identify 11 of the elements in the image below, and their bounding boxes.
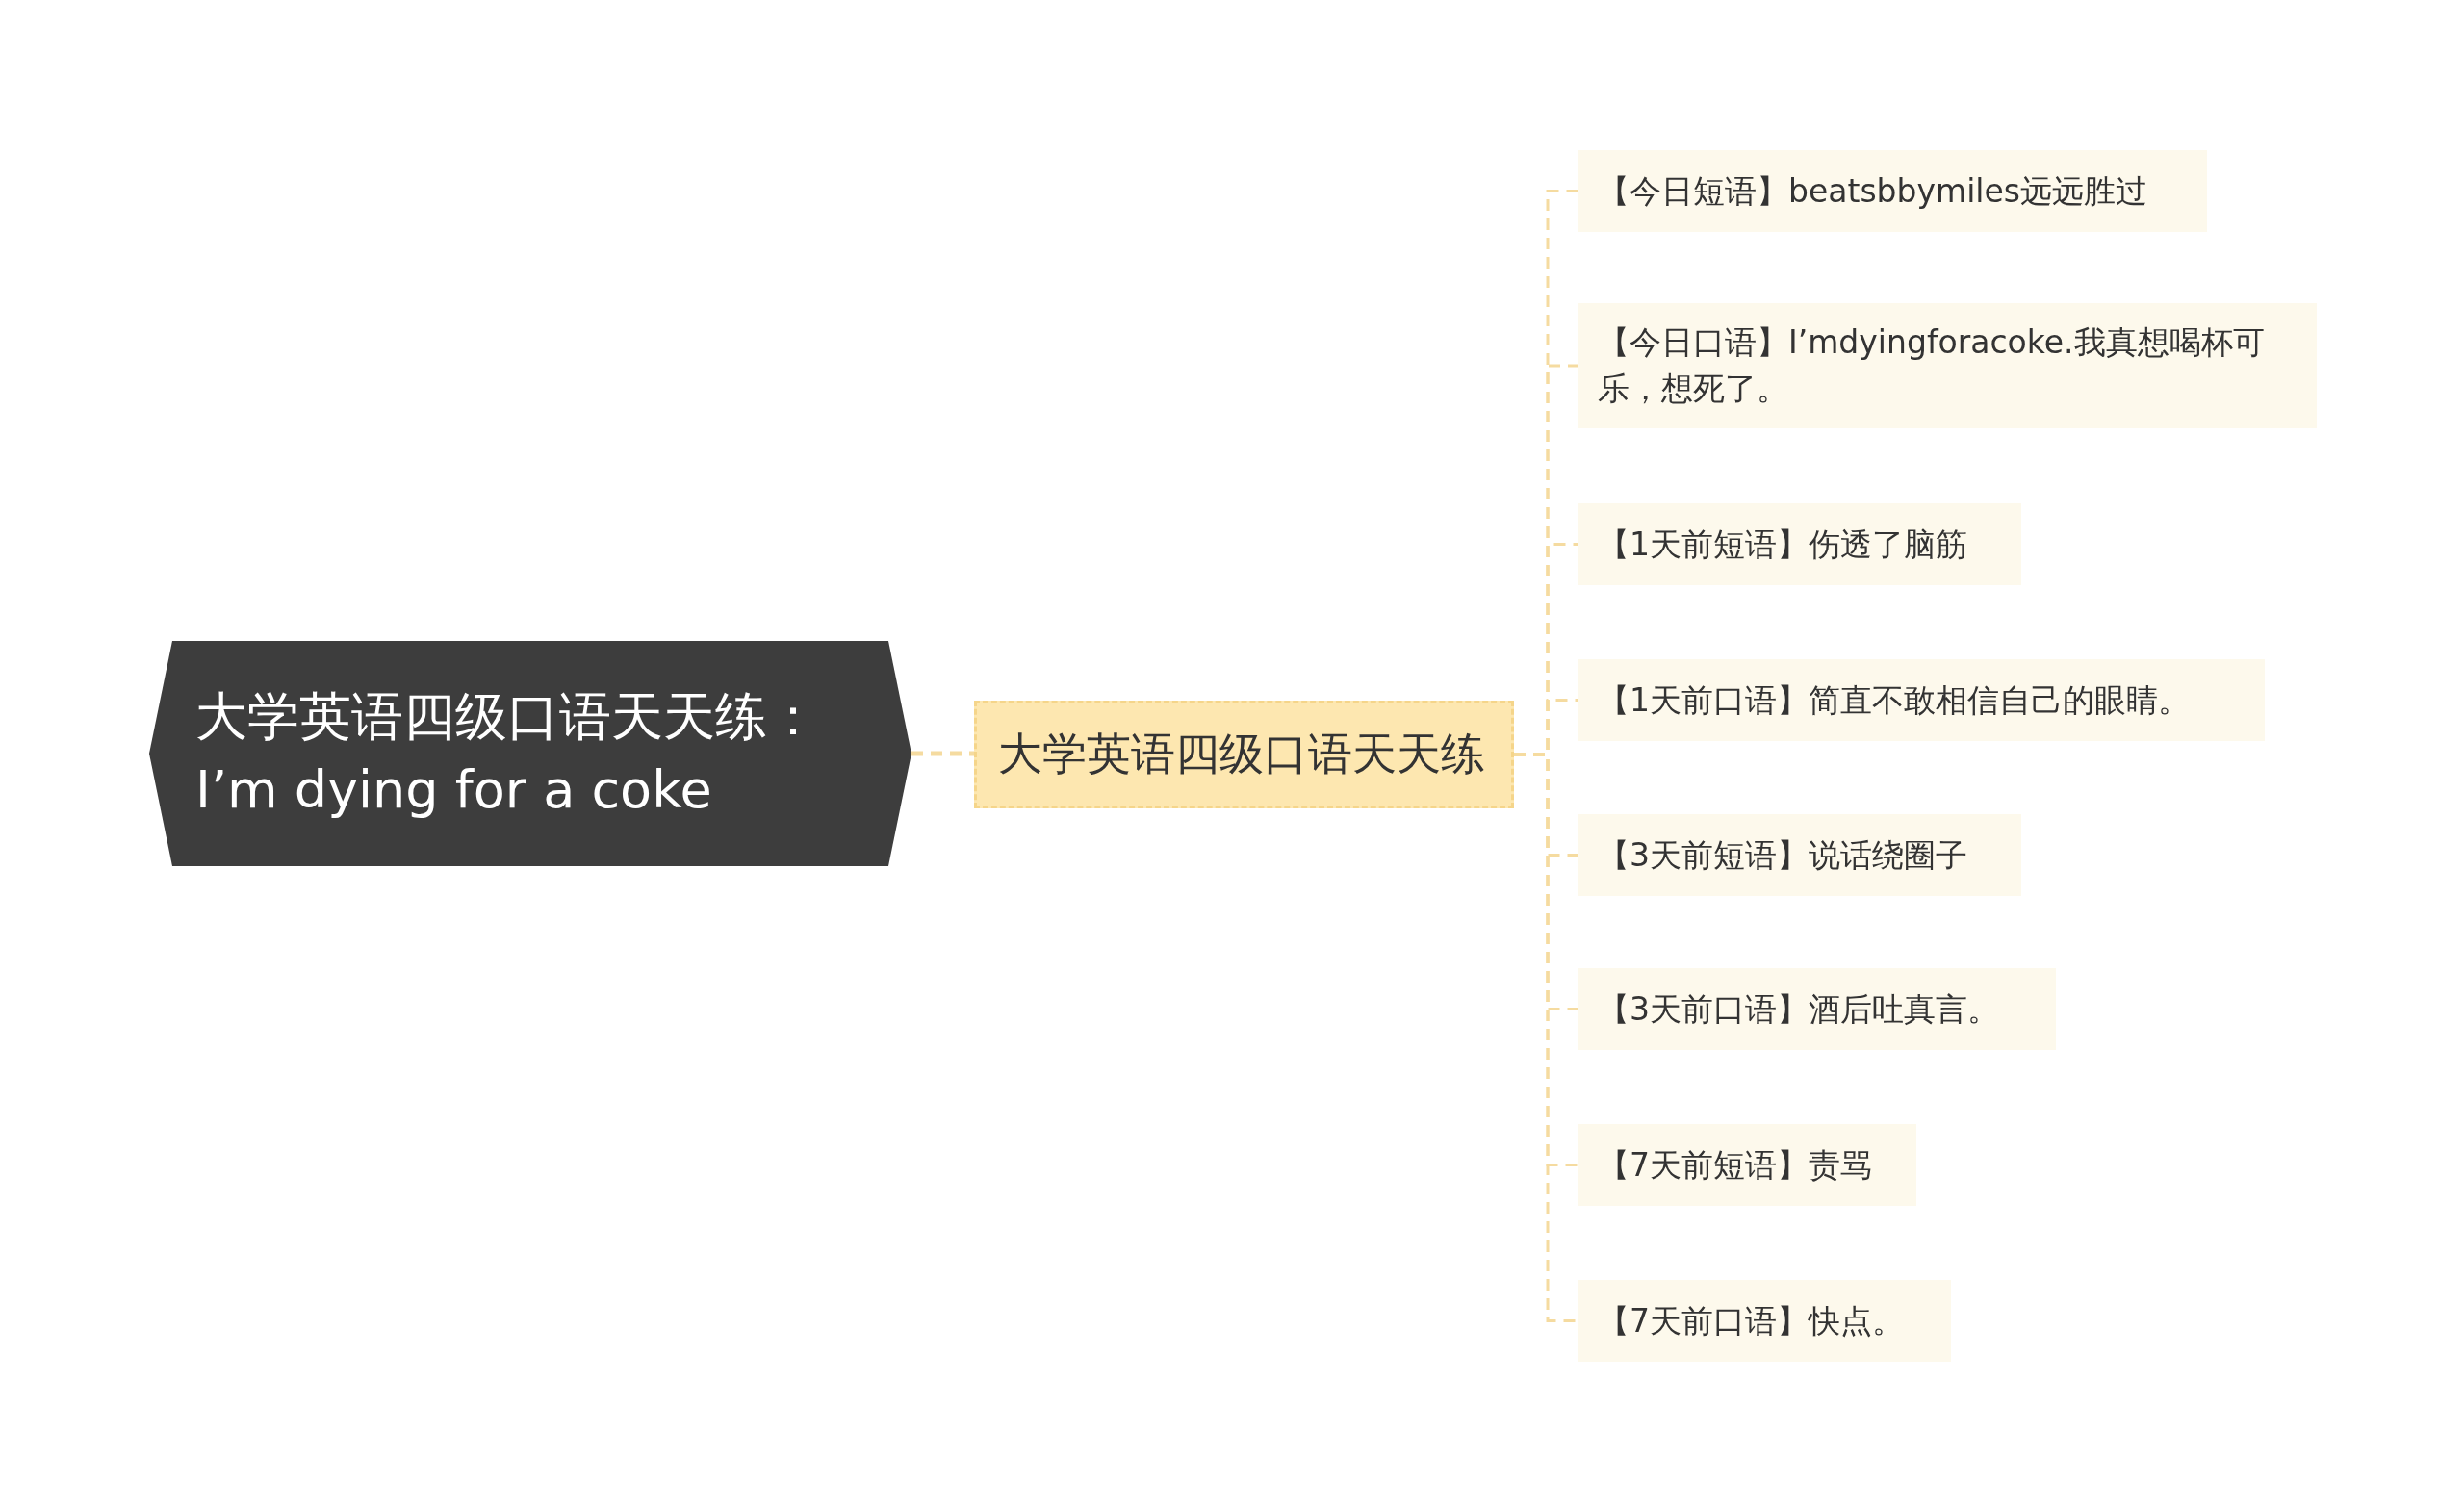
topic-hexagon: 大学英语四级口语天天练：I’m dying for a coke: [149, 641, 911, 866]
item-box: 【7天前口语】快点。: [1578, 1280, 1951, 1362]
item-box: 【今日短语】beatsbbymiles远远胜过: [1578, 150, 2207, 232]
connector-line: [911, 751, 974, 756]
item-box: 【3天前短语】说话绕圈子: [1578, 814, 2021, 896]
subtopic-box: 大学英语四级口语天天练: [974, 701, 1514, 808]
item-box: 【1天前口语】简直不敢相信自己的眼睛。: [1578, 659, 2265, 741]
item-box: 【今日口语】I’mdyingforacoke.我真想喝杯可乐，想死了。: [1578, 303, 2317, 428]
item-box: 【3天前口语】酒后吐真言。: [1578, 968, 2056, 1050]
item-box: 【7天前短语】责骂: [1578, 1124, 1916, 1206]
item-box: 【1天前短语】伤透了脑筋: [1578, 503, 2021, 585]
